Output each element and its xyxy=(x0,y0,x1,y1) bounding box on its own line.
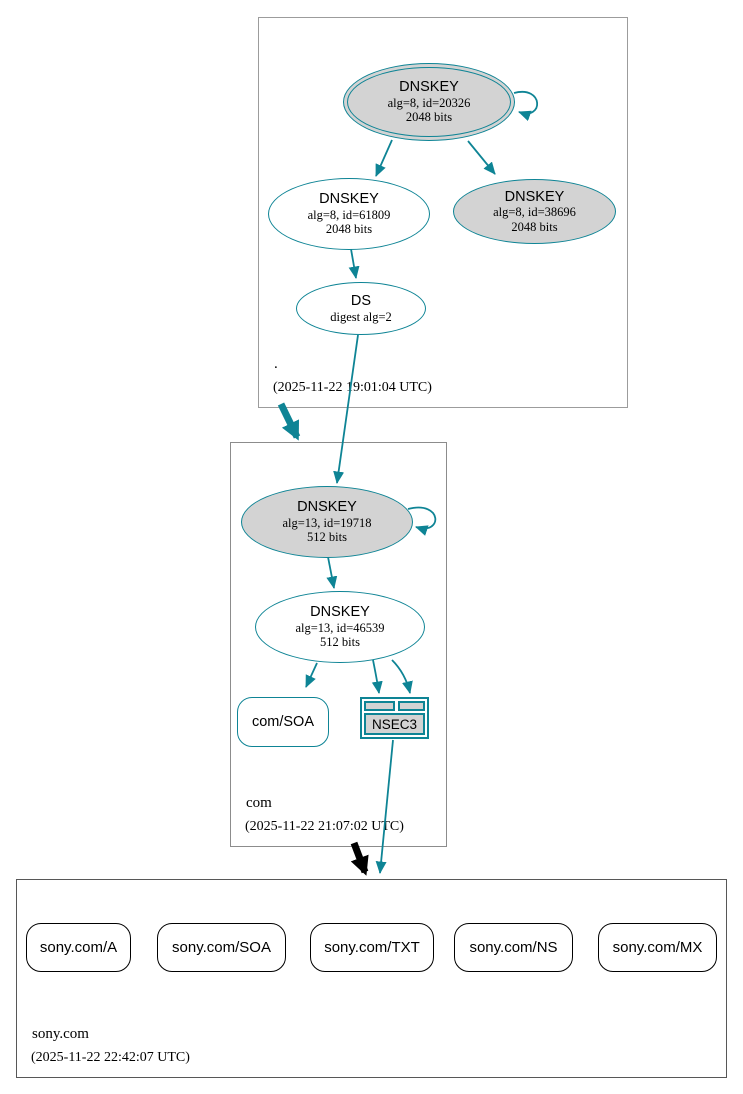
node-root-dnskey-38696[interactable]: DNSKEY alg=8, id=38696 2048 bits xyxy=(453,179,616,244)
node-nsec3[interactable]: NSEC3 xyxy=(360,697,429,739)
rrset-label: sony.com/MX xyxy=(612,939,703,956)
rrset-label: com/SOA xyxy=(251,714,315,730)
node-title: DS xyxy=(350,292,372,309)
edge-com-zsk-to-soa xyxy=(305,662,318,688)
node-sony-com-a[interactable]: sony.com/A xyxy=(26,923,131,972)
node-detail-bits: 2048 bits xyxy=(511,219,558,234)
edge-delegation-root-to-com xyxy=(277,402,301,441)
zone-timestamp-root: (2025-11-22 19:01:04 UTC) xyxy=(273,380,432,395)
nsec3-cells xyxy=(364,701,425,711)
edge-com-zsk-to-nsec3-a xyxy=(371,659,383,694)
node-detail-alg: alg=13, id=19718 xyxy=(282,515,372,530)
node-com-dnskey-zsk-46539[interactable]: DNSKEY alg=13, id=46539 512 bits xyxy=(255,591,425,663)
edge-root-ksk-to-dnskey38696 xyxy=(467,140,496,175)
zone-name-root: . xyxy=(274,356,278,372)
edge-ds-to-com-ksk xyxy=(333,334,359,484)
node-com-soa[interactable]: com/SOA xyxy=(237,697,329,747)
zone-name-com: com xyxy=(246,795,272,811)
edge-nsec3-to-sony-com xyxy=(375,739,394,874)
node-detail-digest: digest alg=2 xyxy=(330,309,392,324)
node-detail-bits: 2048 bits xyxy=(325,222,373,237)
node-detail-alg: alg=13, id=46539 xyxy=(295,620,385,635)
zone-timestamp-com: (2025-11-22 21:07:02 UTC) xyxy=(245,819,404,834)
node-detail-alg: alg=8, id=38696 xyxy=(493,205,576,220)
edge-root-ksk-selfloop xyxy=(513,90,539,122)
rrset-label: sony.com/SOA xyxy=(172,939,271,956)
node-title: DNSKEY xyxy=(399,79,459,96)
nsec3-cell xyxy=(397,701,425,711)
node-sony-com-ns[interactable]: sony.com/NS xyxy=(454,923,573,972)
node-title: DNSKEY xyxy=(297,499,357,516)
nsec3-cell xyxy=(364,701,395,711)
node-title: DNSKEY xyxy=(310,604,370,621)
zone-timestamp-sony-com: (2025-11-22 22:42:07 UTC) xyxy=(31,1050,190,1065)
edge-com-ksk-to-zsk xyxy=(326,556,338,589)
node-detail-bits: 512 bits xyxy=(320,635,360,650)
node-detail-alg: alg=8, id=20326 xyxy=(387,95,471,110)
node-sony-com-soa[interactable]: sony.com/SOA xyxy=(157,923,286,972)
edge-com-ksk-selfloop xyxy=(407,506,437,536)
node-root-dnskey-ksk-20326[interactable]: DNSKEY alg=8, id=20326 2048 bits xyxy=(343,63,515,141)
node-com-dnskey-ksk-19718[interactable]: DNSKEY alg=13, id=19718 512 bits xyxy=(241,486,413,558)
rrset-label: sony.com/NS xyxy=(469,939,558,956)
node-detail-bits: 512 bits xyxy=(307,530,347,545)
node-title: DNSKEY xyxy=(504,188,565,205)
node-detail-alg: alg=8, id=61809 xyxy=(307,207,391,222)
node-detail-bits: 2048 bits xyxy=(405,110,453,125)
edge-com-zsk-to-nsec3-b xyxy=(391,659,413,694)
zone-name-sony-com: sony.com xyxy=(32,1026,89,1042)
nsec3-label: NSEC3 xyxy=(364,713,425,735)
node-title: DNSKEY xyxy=(319,191,379,208)
edge-delegation-com-to-sony-com xyxy=(350,841,369,876)
edge-root-ksk-to-zsk xyxy=(375,139,393,177)
rrset-label: sony.com/A xyxy=(39,939,118,956)
zone-box-sony-com: sony.com (2025-11-22 22:42:07 UTC) xyxy=(16,879,727,1078)
node-sony-com-mx[interactable]: sony.com/MX xyxy=(598,923,717,972)
rrset-label: sony.com/TXT xyxy=(324,939,420,956)
node-root-ds[interactable]: DS digest alg=2 xyxy=(296,282,426,335)
edge-root-zsk-to-ds xyxy=(348,248,360,279)
node-root-dnskey-zsk-61809[interactable]: DNSKEY alg=8, id=61809 2048 bits xyxy=(268,178,430,250)
node-sony-com-txt[interactable]: sony.com/TXT xyxy=(310,923,434,972)
